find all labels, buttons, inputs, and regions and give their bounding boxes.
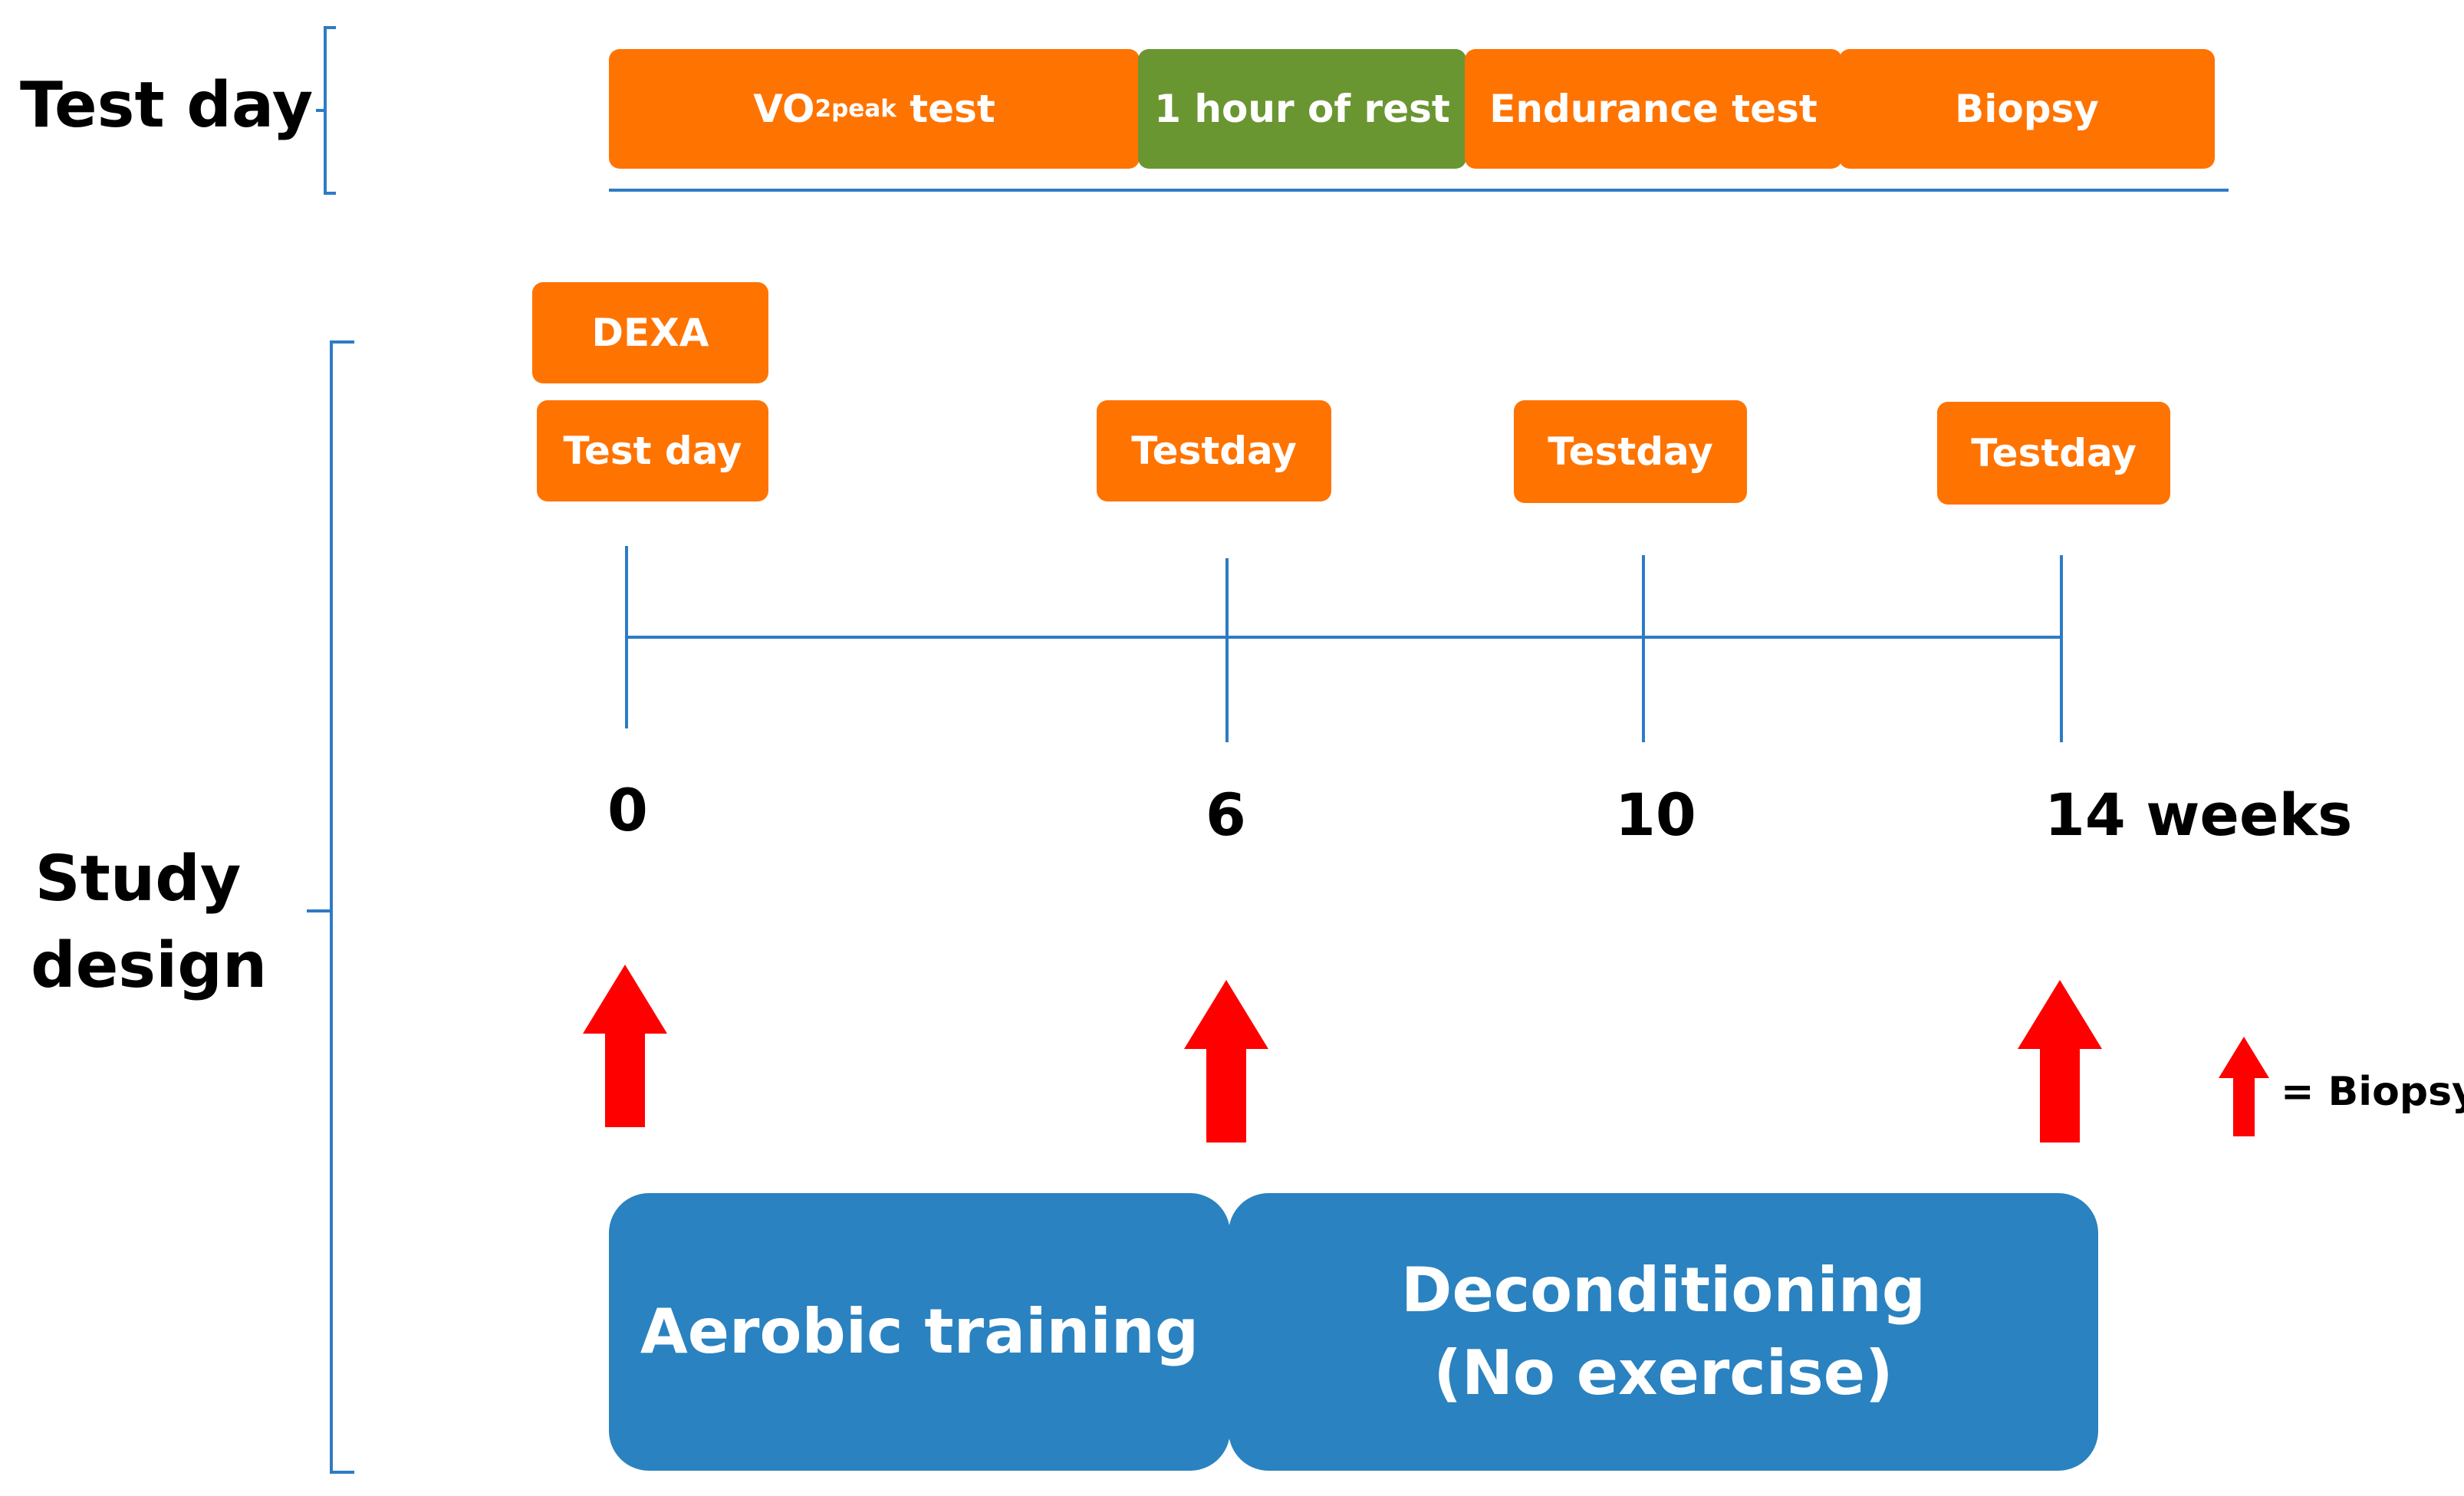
timeline-label-14-weeks: 14 weeks <box>2045 781 2353 849</box>
test-day-section-label: Test day <box>20 69 314 142</box>
study-design-label-line1: Study <box>35 843 242 916</box>
no-exercise-label: (No exercise) <box>1433 1337 1893 1409</box>
biopsy-step: Biopsy <box>1839 49 2215 169</box>
study-design-bracket <box>307 340 354 1474</box>
dexa-box: DEXA <box>532 282 768 383</box>
timeline-label-6: 6 <box>1206 781 1246 849</box>
rest-step: 1 hour of rest <box>1138 49 1466 169</box>
vo2-label-main: VO <box>753 87 815 131</box>
legend-arrow-icon <box>2219 1037 2269 1136</box>
timeline-label-10: 10 <box>1615 781 1696 849</box>
deconditioning-label: Deconditioning <box>1401 1254 1926 1326</box>
endurance-test-step: Endurance test <box>1465 49 1842 169</box>
study-design-section-label: Study design <box>31 836 268 1009</box>
biopsy-arrow-week-14 <box>2018 980 2102 1143</box>
study-design-label-line2: design <box>31 929 268 1003</box>
biopsy-arrow-week-6 <box>1184 980 1268 1143</box>
timeline-label-0: 0 <box>607 776 648 844</box>
testday-week-10-box: Testday <box>1514 400 1747 503</box>
testday-week-6-box: Testday <box>1097 400 1331 501</box>
aerobic-training-phase: Aerobic training <box>609 1193 1230 1471</box>
biopsy-legend-label: = Biopsy <box>2281 1069 2464 1115</box>
testday-week-14-box: Testday <box>1937 402 2170 505</box>
vo2-label-tail: test <box>896 87 995 131</box>
deconditioning-phase: Deconditioning (No exercise) <box>1229 1193 2098 1471</box>
test-day-week-0-box: Test day <box>537 400 768 501</box>
biopsy-arrow-week-0 <box>583 965 667 1127</box>
test-day-bracket <box>316 26 336 195</box>
